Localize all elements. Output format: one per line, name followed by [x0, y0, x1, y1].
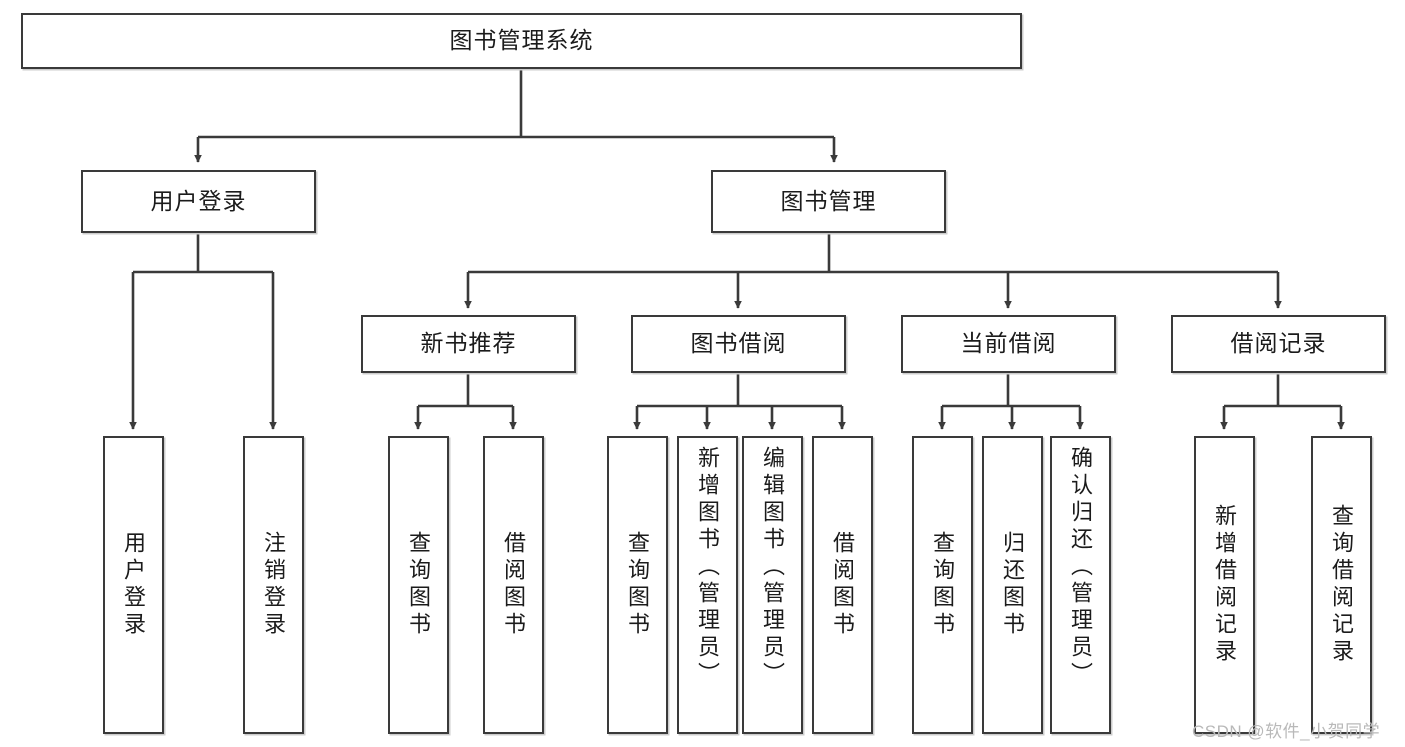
- node-leaf-borrow-book-1-label: 借阅图书: [501, 531, 527, 639]
- node-leaf-edit-book-admin[interactable]: 编辑图书（管理员）: [742, 436, 803, 734]
- node-book-borrow[interactable]: 图书借阅: [631, 315, 846, 373]
- node-root-label: 图书管理系统: [449, 27, 594, 54]
- node-borrow-record[interactable]: 借阅记录: [1171, 315, 1386, 373]
- node-leaf-query-book-3[interactable]: 查询图书: [912, 436, 973, 734]
- node-leaf-return-book-label: 归还图书: [1000, 531, 1026, 639]
- node-current-borrow[interactable]: 当前借阅: [901, 315, 1116, 373]
- node-leaf-add-book-admin[interactable]: 新增图书（管理员）: [677, 436, 738, 734]
- node-leaf-query-book-2-label: 查询图书: [625, 531, 651, 639]
- node-leaf-borrow-book-2[interactable]: 借阅图书: [812, 436, 873, 734]
- node-leaf-confirm-return-admin-label: 确认归还（管理员）: [1068, 446, 1094, 689]
- node-book-manage[interactable]: 图书管理: [711, 170, 946, 233]
- node-user-login-label: 用户登录: [150, 187, 247, 214]
- node-leaf-borrow-book-1[interactable]: 借阅图书: [483, 436, 544, 734]
- node-new-book-recommend-label: 新书推荐: [420, 330, 517, 357]
- node-root[interactable]: 图书管理系统: [21, 13, 1022, 69]
- node-leaf-query-book-1[interactable]: 查询图书: [388, 436, 449, 734]
- node-leaf-user-logout-label: 注销登录: [261, 531, 287, 639]
- node-leaf-query-borrow-record-label: 查询借阅记录: [1329, 504, 1355, 666]
- node-user-login[interactable]: 用户登录: [81, 170, 316, 233]
- node-leaf-add-book-admin-label: 新增图书（管理员）: [695, 446, 721, 689]
- node-leaf-borrow-book-2-label: 借阅图书: [830, 531, 856, 639]
- node-new-book-recommend[interactable]: 新书推荐: [361, 315, 576, 373]
- node-leaf-user-logout[interactable]: 注销登录: [243, 436, 304, 734]
- csdn-watermark: CSDN @软件_小贺同学: [1192, 722, 1381, 741]
- node-leaf-add-borrow-record-label: 新增借阅记录: [1212, 504, 1238, 666]
- node-book-manage-label: 图书管理: [780, 187, 877, 214]
- node-leaf-edit-book-admin-label: 编辑图书（管理员）: [760, 446, 786, 689]
- node-leaf-query-book-1-label: 查询图书: [406, 531, 432, 639]
- node-borrow-record-label: 借阅记录: [1230, 330, 1327, 357]
- node-leaf-return-book[interactable]: 归还图书: [982, 436, 1043, 734]
- node-leaf-confirm-return-admin[interactable]: 确认归还（管理员）: [1050, 436, 1111, 734]
- node-leaf-query-book-3-label: 查询图书: [930, 531, 956, 639]
- node-book-borrow-label: 图书借阅: [690, 330, 787, 357]
- node-leaf-user-login[interactable]: 用户登录: [103, 436, 164, 734]
- node-current-borrow-label: 当前借阅: [960, 330, 1057, 357]
- node-leaf-query-book-2[interactable]: 查询图书: [607, 436, 668, 734]
- node-leaf-user-login-label: 用户登录: [121, 531, 147, 639]
- node-leaf-add-borrow-record[interactable]: 新增借阅记录: [1194, 436, 1255, 734]
- node-leaf-query-borrow-record[interactable]: 查询借阅记录: [1311, 436, 1372, 734]
